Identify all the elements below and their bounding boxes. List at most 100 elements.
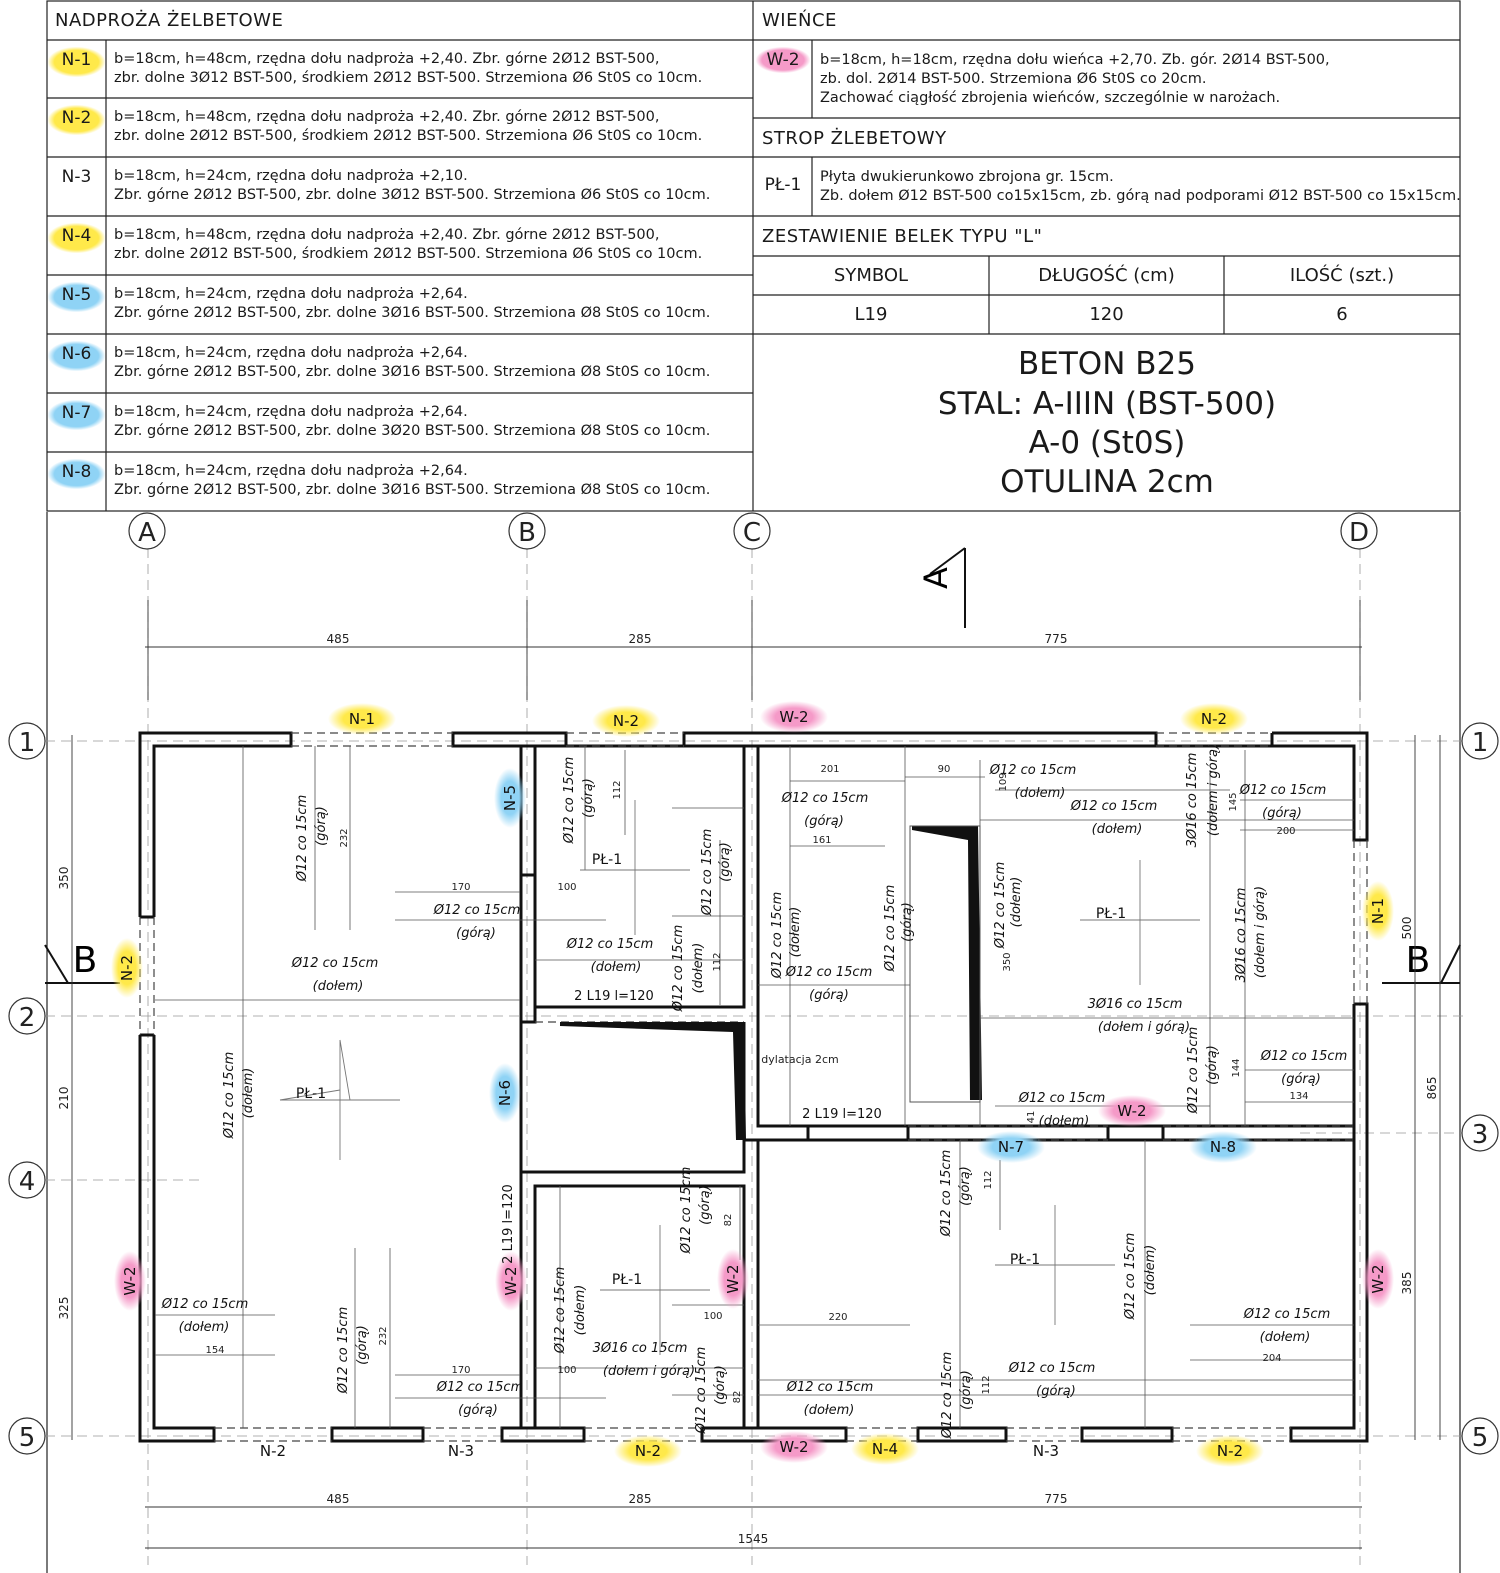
element-label: N-2	[635, 1442, 661, 1460]
rebar-note: (dołem i górą)	[1253, 886, 1268, 978]
rebar-note: Ø12 co 15cm	[295, 795, 310, 883]
label-highlight-pink	[717, 1249, 749, 1309]
axis-label-5-right: 5	[1472, 1423, 1489, 1453]
rebar-note: Ø12 co 15cm	[291, 956, 379, 971]
small-dimension: 144	[1231, 1058, 1242, 1077]
rebar-note: (górą)	[959, 1370, 974, 1410]
small-dimension: 350	[1002, 952, 1013, 971]
belki-header-qty: ILOŚĆ (szt.)	[1289, 265, 1395, 286]
strop-desc-line1: Płyta dwukierunkowo zbrojona gr. 15cm.	[820, 169, 1114, 185]
axis-label-3: 3	[1472, 1120, 1489, 1150]
element-label: N-6	[496, 1080, 514, 1106]
rebar-note: (dołem i górą)	[603, 1364, 695, 1379]
rebar-note: (dołem)	[241, 1068, 256, 1119]
dim-left-2-4: 210	[57, 1087, 71, 1110]
rebar-note: Ø12 co 15cm	[433, 903, 521, 918]
slab-label: PŁ-1	[1010, 1252, 1040, 1268]
rebar-note: (górą)	[713, 1365, 728, 1405]
element-label: N-1	[1369, 898, 1387, 924]
rebar-note: Ø12 co 15cm	[781, 791, 869, 806]
rebar-note: (górą)	[1205, 1045, 1220, 1085]
dim-top-ab: 485	[327, 632, 350, 646]
element-label: N-2	[1201, 710, 1227, 728]
rebar-note: Ø12 co 15cm	[1239, 783, 1327, 798]
stair-shape-upper	[912, 826, 982, 1100]
axis-bubble-1-right	[1461, 722, 1499, 760]
nadproze-desc-line1: b=18cm, h=24cm, rzędna dołu nadproża +2,…	[114, 463, 468, 479]
rebar-note: Ø12 co 15cm	[562, 757, 577, 845]
section-label-b-left: B	[73, 940, 98, 981]
rebar-note: Ø12 co 15cm	[1243, 1307, 1331, 1322]
rebar-note: Ø12 co 15cm	[1070, 799, 1158, 814]
small-dimension: 134	[1289, 1091, 1308, 1102]
stair-shape-lower	[560, 1022, 746, 1140]
small-dimension: 41	[1026, 1111, 1037, 1124]
dim-left-1-2: 350	[57, 867, 71, 890]
rebar-notes: Ø12 co 15cm (dołem) Ø12 co 15cm (górą) Ø12 c…	[161, 744, 1348, 1439]
dim-top-bc: 285	[629, 632, 652, 646]
small-dimension: 112	[712, 952, 723, 971]
element-label: W-2	[1369, 1264, 1387, 1293]
small-dimension: 100	[557, 1365, 576, 1376]
rebar-note: Ø12 co 15cm	[1123, 1233, 1138, 1321]
nadproze-desc-line1: b=18cm, h=48cm, rzędna dołu nadproża +2,…	[114, 227, 660, 243]
element-label: N-2	[260, 1442, 286, 1460]
slab-labels: PŁ-1PŁ-1PŁ-1PŁ-1PŁ-1	[296, 852, 1126, 1288]
section-label-a: A	[917, 567, 955, 589]
label-highlight-yellow	[1180, 703, 1248, 735]
element-label: N-2	[118, 955, 136, 981]
belki-cell-length: 120	[1089, 304, 1124, 325]
element-label: N-2	[1217, 1442, 1243, 1460]
small-dimension: 170	[451, 1365, 470, 1376]
slab-label: PŁ-1	[1096, 906, 1126, 922]
rebar-note: Ø12 co 15cm	[1186, 1027, 1201, 1115]
label-highlight-yellow	[111, 938, 143, 998]
label-highlight-blue	[977, 1131, 1045, 1163]
rebar-note: (górą)	[809, 988, 849, 1003]
axis-label-2: 2	[19, 1003, 36, 1033]
rebar-note: (górą)	[958, 1166, 973, 1206]
rebar-note: (górą)	[458, 1403, 498, 1418]
section-marker-a	[929, 547, 966, 628]
axis-label-1-right: 1	[1472, 728, 1489, 758]
nadproze-desc-line1: b=18cm, h=48cm, rzędna dołu nadproża +2,…	[114, 109, 660, 125]
rebar-note: Ø12 co 15cm	[671, 925, 686, 1013]
small-dimension: 204	[1262, 1353, 1281, 1364]
rebar-note: (górą)	[804, 814, 844, 829]
axis-bubble-2	[8, 997, 46, 1035]
walls	[138, 731, 1369, 1443]
section-marker-b-right	[1382, 944, 1461, 984]
nadproze-desc-line1: b=18cm, h=24cm, rzędna dołu nadproża +2,…	[114, 404, 468, 420]
rebar-note: (dołem)	[313, 979, 364, 994]
small-dimension: 112	[612, 780, 623, 799]
rebar-note: (dołem)	[1009, 877, 1024, 928]
dimension-lines	[71, 600, 1441, 1549]
rebar-note: (dołem i górą)	[1206, 744, 1221, 836]
axis-bubble-a	[128, 512, 166, 550]
label-highlights	[111, 701, 1394, 1467]
rebar-note: Ø12 co 15cm	[566, 937, 654, 952]
wience-desc-line2: zb. dol. 2Ø14 BST-500. Strzemiona Ø6 St0…	[820, 71, 1207, 87]
label-highlight-blue	[489, 1063, 521, 1123]
material-steel-a0: A-0 (St0S)	[1028, 425, 1186, 461]
small-dimension: 220	[828, 1312, 847, 1323]
axis-bubble-5-left	[8, 1417, 46, 1455]
rebar-note: (dołem)	[1092, 822, 1143, 837]
label-highlight-pink	[760, 701, 828, 733]
axis-label-b: B	[518, 518, 536, 548]
small-dimension: 90	[938, 764, 951, 775]
rebar-note: Ø12 co 15cm	[336, 1307, 351, 1395]
rebar-note: (dołem)	[788, 907, 803, 958]
wience-title: WIEŃCE	[762, 10, 837, 31]
dim-bottom-cd: 775	[1045, 1492, 1068, 1506]
rebar-note: Ø12 co 15cm	[694, 1347, 709, 1435]
nadproze-desc-line1: b=18cm, h=24cm, rzędna dołu nadproża +2,…	[114, 345, 468, 361]
small-dimension: 161	[812, 835, 831, 846]
axis-label-a: A	[138, 518, 156, 548]
rebar-note: Ø12 co 15cm	[989, 763, 1077, 778]
axis-bubble-1-left	[8, 722, 46, 760]
rebar-note: (górą)	[1262, 806, 1302, 821]
